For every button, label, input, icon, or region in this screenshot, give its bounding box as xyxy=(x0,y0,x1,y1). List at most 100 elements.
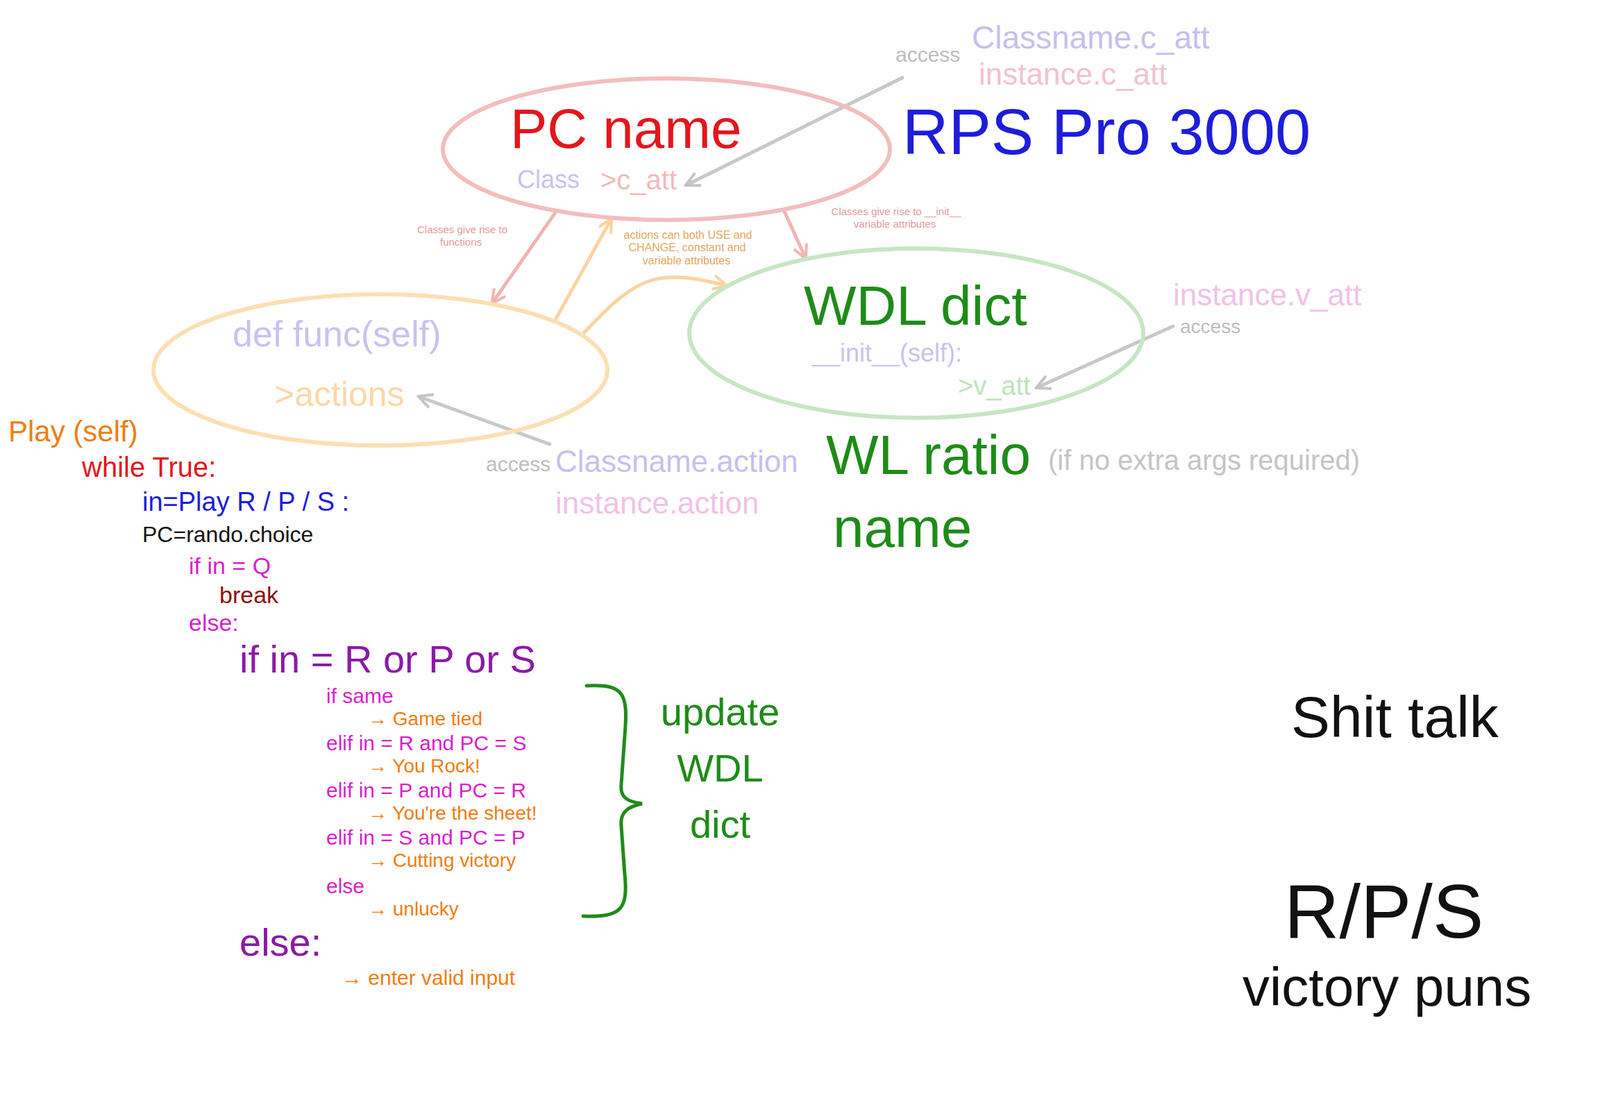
node-text: >actions xyxy=(274,374,405,416)
faded-note: (if no extra args required) xyxy=(1048,444,1360,477)
faded-code: Classname.action xyxy=(555,444,799,480)
code-line: elif in = P and PC = R xyxy=(326,778,527,804)
code-line: if same xyxy=(326,684,394,709)
ellipse-shape xyxy=(153,294,608,446)
text-slot: >c_att xyxy=(600,163,677,196)
node-text: PC name xyxy=(510,97,742,162)
label-slot: → You Rock! xyxy=(367,755,481,778)
node-text: Class xyxy=(517,165,580,194)
code-output: → Cutting victory xyxy=(367,849,516,872)
label-slot: elif in = P and PC = R xyxy=(326,778,527,804)
node-text: def func(self) xyxy=(232,313,442,356)
access-note: access xyxy=(895,43,960,68)
edge-label: actions can both USE and CHANGE, constan… xyxy=(621,229,752,267)
label-slot: → You're the sheet! xyxy=(367,802,538,825)
text-slot: PC name xyxy=(510,97,742,162)
label-slot: if same xyxy=(326,684,394,709)
node-text: >c_att xyxy=(600,163,677,196)
label-slot: Play (self) xyxy=(8,415,139,449)
label-slot: instance.c_att xyxy=(978,56,1168,93)
faded-code: instance.v_att xyxy=(1173,277,1362,314)
text-slot: __init__(self): xyxy=(812,338,963,368)
label-slot: victory puns xyxy=(1242,956,1532,1020)
faded-code: instance.c_att xyxy=(978,56,1168,93)
edge-label-slot: Classes give rise to __init__ variable a… xyxy=(829,205,962,231)
code-output: → You're the sheet! xyxy=(367,802,538,825)
label-slot: → enter valid input xyxy=(341,966,516,991)
text-slot: >v_att xyxy=(957,371,1031,402)
edge-label: Classes give rise to __init__ variable a… xyxy=(830,205,962,230)
code-output: → Game tied xyxy=(367,708,483,731)
node-text: >v_att xyxy=(957,371,1031,402)
idea-note: R/P/S xyxy=(1284,867,1484,956)
code-output: → unlucky xyxy=(367,898,459,921)
node-text: WDL dict xyxy=(803,274,1028,339)
idea-note: victory puns xyxy=(1242,956,1532,1020)
label-slot: → unlucky xyxy=(367,898,459,921)
code-line: Play (self) xyxy=(8,415,139,449)
code-line: else: xyxy=(188,609,239,637)
edge-label-slot: actions can both USE and CHANGE, constan… xyxy=(614,229,761,268)
label-slot: else xyxy=(326,874,365,899)
code-line: elif in = S and PC = P xyxy=(326,826,526,851)
label-slot: → Game tied xyxy=(367,708,483,731)
attribute-note: WL ratio xyxy=(826,423,1031,488)
label-slot: → Cutting victory xyxy=(367,849,516,872)
text-slot: WDL dict xyxy=(803,274,1028,339)
label-slot: R/P/S xyxy=(1284,867,1484,956)
connector xyxy=(555,220,611,320)
code-line: PC=rando.choice xyxy=(142,521,314,548)
access-note: access xyxy=(1180,315,1241,339)
text-slot: def func(self) xyxy=(232,313,442,356)
label-slot: Classname.c_att xyxy=(971,19,1210,57)
label-slot: else: xyxy=(188,609,239,637)
attribute-note: name xyxy=(832,496,972,561)
label-slot: while True: xyxy=(81,451,216,484)
label-slot: Shit talk xyxy=(1291,683,1499,752)
label-slot: (if no extra args required) xyxy=(1048,444,1360,477)
label-slot: PC=rando.choice xyxy=(142,521,314,548)
label-slot: instance.v_att xyxy=(1173,277,1362,314)
label-slot: Classname.action xyxy=(555,444,799,480)
label-slot: name xyxy=(832,496,972,561)
code-output: → You Rock! xyxy=(367,755,481,778)
ellipse-shape xyxy=(689,248,1144,418)
code-line: elif in = R and PC = S xyxy=(326,731,527,756)
code-line: else: xyxy=(239,920,322,965)
code-line: else xyxy=(326,874,365,899)
label-slot: update WDL dict xyxy=(649,683,792,854)
node-text: __init__(self): xyxy=(812,338,963,368)
label-slot: elif in = S and PC = P xyxy=(326,826,526,851)
init-ellipse: WDL dict__init__(self):>v_att xyxy=(687,246,1146,420)
code-line: if in = Q xyxy=(188,552,271,580)
connector xyxy=(784,211,806,257)
code-line: in=Play R / P / S : xyxy=(142,487,350,518)
text-slot: >actions xyxy=(274,374,405,416)
label-slot: elif in = R and PC = S xyxy=(326,731,527,756)
label-slot: access xyxy=(895,43,960,68)
title: RPS Pro 3000 xyxy=(902,95,1311,170)
code-line: while True: xyxy=(81,451,216,484)
code-line: break xyxy=(219,581,279,609)
label-slot: access xyxy=(485,452,551,477)
code-output: → enter valid input xyxy=(341,966,516,991)
faded-code: Classname.c_att xyxy=(971,19,1210,57)
faded-code: instance.action xyxy=(555,485,760,522)
brace-note: update WDL dict xyxy=(649,683,792,854)
label-slot: access xyxy=(1180,315,1241,339)
access-note: access xyxy=(485,452,551,477)
label-slot: break xyxy=(219,581,279,609)
curly-brace xyxy=(583,685,643,917)
label-slot: if in = R or P or S xyxy=(239,637,536,682)
code-line: if in = R or P or S xyxy=(239,637,536,682)
label-slot: in=Play R / P / S : xyxy=(142,487,350,518)
edge-label: Classes give rise to functions xyxy=(415,223,508,248)
label-slot: else: xyxy=(239,920,322,965)
label-slot: if in = Q xyxy=(188,552,271,580)
label-slot: WL ratio xyxy=(826,423,1031,488)
ellipse-shape xyxy=(442,78,890,221)
label-slot: instance.action xyxy=(555,485,760,522)
text-slot: Class xyxy=(517,165,580,194)
class-ellipse: PC nameClass >c_att xyxy=(440,76,892,223)
